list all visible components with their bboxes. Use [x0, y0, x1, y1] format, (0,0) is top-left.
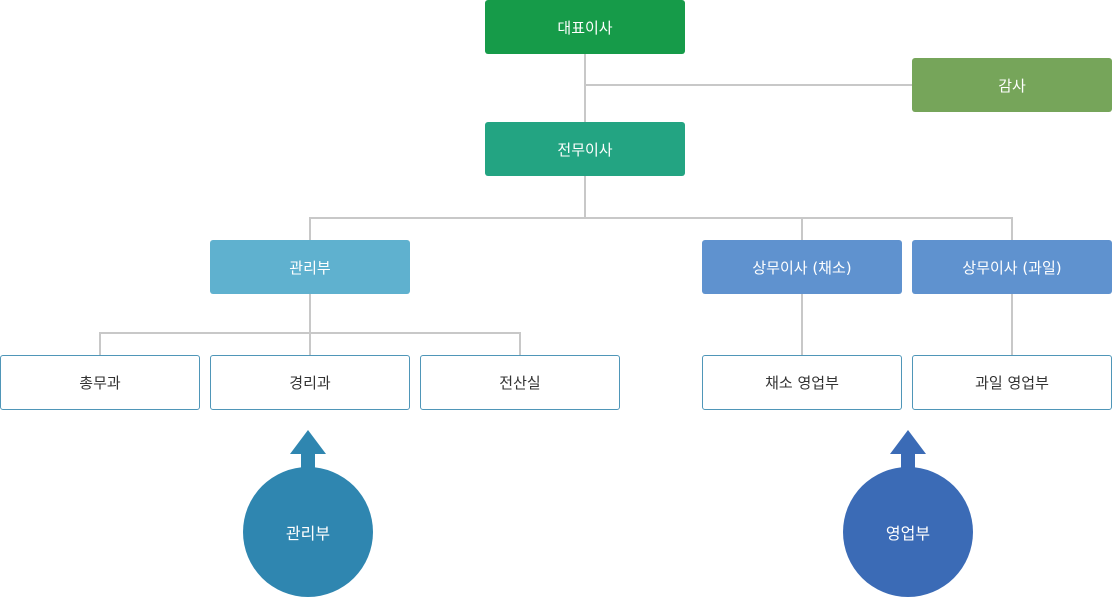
auditor-box: 감사: [912, 58, 1112, 112]
connector-to-it-office: [519, 332, 521, 356]
connector-level2-bar: [309, 217, 1013, 219]
connector-managing-down: [584, 176, 586, 218]
management-group-label: 관리부: [285, 524, 331, 543]
arrow-up-icon: [290, 430, 326, 470]
connector-to-general-affairs: [99, 332, 101, 356]
sales-director-vegetables-box: 상무이사 (채소): [702, 240, 902, 294]
management-dept-box: 관리부: [210, 240, 410, 294]
connector-management-down: [309, 294, 311, 356]
ceo-box: 대표이사: [485, 0, 685, 54]
connector-ceo-managing: [584, 54, 586, 123]
connector-to-sales-veg: [801, 217, 803, 241]
general-affairs-box: 총무과: [0, 355, 200, 410]
management-group-circle: 관리부: [243, 467, 373, 597]
fruit-sales-box: 과일 영업부: [912, 355, 1112, 410]
connector-to-sales-fruit: [1011, 217, 1013, 241]
connector-fruit-down: [1011, 294, 1013, 356]
sales-group-label: 영업부: [885, 524, 931, 543]
sales-group-circle: 영업부: [843, 467, 973, 597]
managing-director-box: 전무이사: [485, 122, 685, 176]
connector-level3-bar: [99, 332, 521, 334]
connector-auditor: [585, 84, 912, 86]
accounting-box: 경리과: [210, 355, 410, 410]
sales-director-fruits-box: 상무이사 (과일): [912, 240, 1112, 294]
vegetable-sales-box: 채소 영업부: [702, 355, 902, 410]
it-office-box: 전산실: [420, 355, 620, 410]
connector-veg-down: [801, 294, 803, 356]
arrow-up-icon: [890, 430, 926, 470]
connector-to-management: [309, 217, 311, 241]
